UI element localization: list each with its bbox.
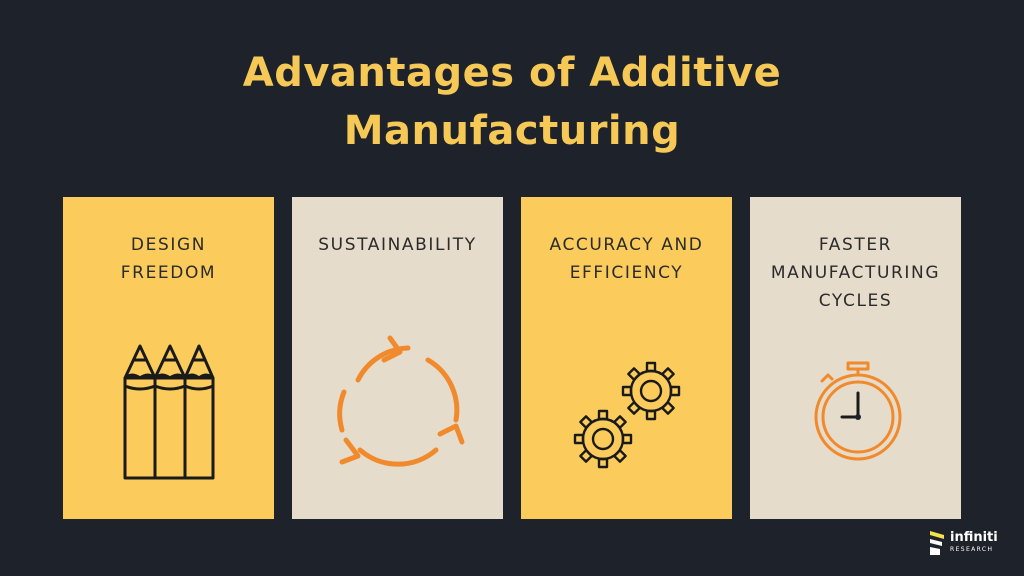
gears-icon	[573, 361, 681, 469]
card-accuracy-efficiency: ACCURACY AND EFFICIENCY	[521, 197, 732, 519]
card-label-line: DESIGN	[130, 235, 207, 255]
card-label-line: FASTER	[818, 235, 893, 255]
card-label-line: CYCLES	[818, 291, 893, 311]
logo-subtitle: RESEARCH	[950, 546, 994, 553]
card-design-freedom: DESIGN FREEDOM	[63, 197, 274, 519]
card-label: DESIGN FREEDOM	[63, 231, 274, 287]
card-sustainability: SUSTAINABILITY	[292, 197, 503, 519]
infiniti-research-logo: infiniti RESEARCH	[928, 529, 1020, 559]
stopwatch-icon	[814, 361, 902, 461]
card-label-line: SUSTAINABILITY	[318, 235, 477, 255]
logo-wordmark: infiniti	[950, 530, 998, 545]
recycle-arrows-icon	[337, 335, 465, 467]
title-line-1: Advantages of Additive	[242, 50, 782, 96]
title-line-2: Manufacturing	[343, 108, 681, 154]
card-label: ACCURACY AND EFFICIENCY	[521, 231, 732, 287]
card-label-line: EFFICIENCY	[569, 263, 684, 283]
card-label: SUSTAINABILITY	[292, 231, 503, 259]
card-label-line: ACCURACY AND	[549, 235, 704, 255]
card-label: FASTER MANUFACTURING CYCLES	[750, 231, 961, 315]
card-faster-manufacturing-cycles: FASTER MANUFACTURING CYCLES	[750, 197, 961, 519]
page-title: Advantages of Additive Manufacturing	[0, 44, 1024, 160]
card-label-line: FREEDOM	[120, 263, 217, 283]
infiniti-logo-mark-icon	[930, 531, 944, 555]
pencils-icon	[123, 344, 215, 480]
card-label-line: MANUFACTURING	[770, 263, 941, 283]
